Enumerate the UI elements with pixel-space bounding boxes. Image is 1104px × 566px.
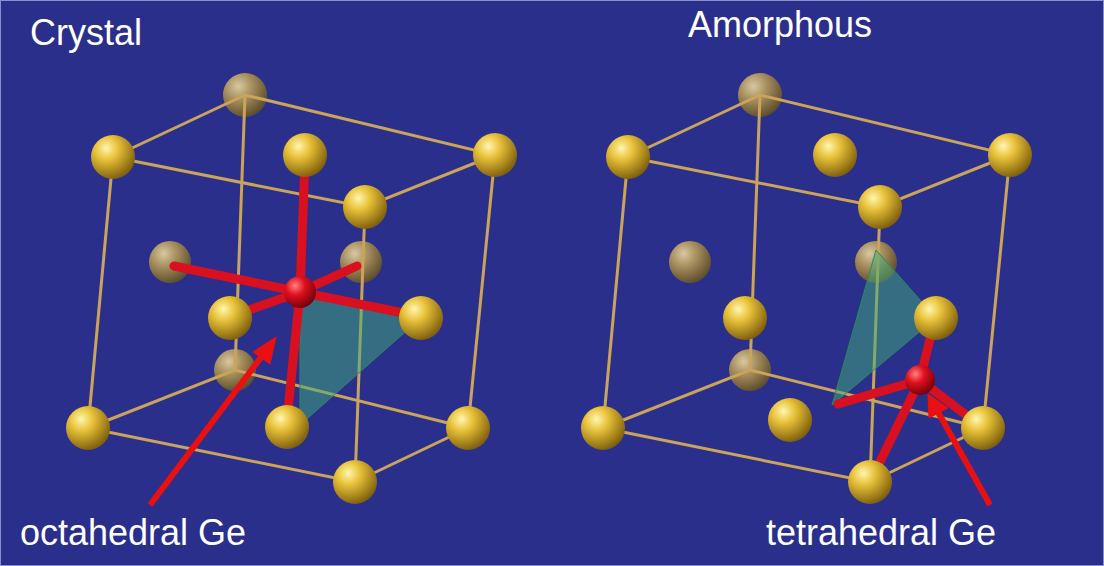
arrow-head	[253, 337, 276, 364]
arrow-head	[928, 394, 948, 418]
atom	[333, 460, 377, 504]
pointer-arrow	[150, 356, 262, 505]
ge-atom	[284, 276, 316, 308]
atom	[988, 133, 1032, 177]
atom	[66, 406, 110, 450]
cell-edges	[88, 95, 495, 482]
atom	[399, 296, 443, 340]
atom	[446, 406, 490, 450]
panel-title: Crystal	[30, 12, 142, 53]
atom	[914, 296, 958, 340]
panel-title: Amorphous	[688, 4, 872, 45]
ge-bonds	[174, 160, 418, 420]
atom	[858, 185, 902, 229]
atom	[343, 185, 387, 229]
cell-edges	[603, 95, 1010, 482]
atom	[606, 135, 650, 179]
pointer-arrow	[938, 412, 990, 505]
amorphous-cell	[581, 73, 1032, 504]
crystal-cell	[66, 73, 517, 504]
atom	[208, 296, 252, 340]
atom	[813, 133, 857, 177]
atom	[848, 460, 892, 504]
back-atom	[669, 241, 711, 283]
atom	[768, 398, 812, 442]
pointer-label: octahedral Ge	[20, 512, 246, 553]
ge-bonds	[838, 322, 978, 476]
atom	[283, 133, 327, 177]
atom	[473, 133, 517, 177]
atom	[91, 135, 135, 179]
atom	[581, 406, 625, 450]
pointer-label: tetrahedral Ge	[766, 512, 996, 553]
pointer-arrows	[150, 337, 990, 505]
atom	[961, 406, 1005, 450]
ge-atom	[905, 365, 935, 395]
atom	[265, 405, 309, 449]
back-atom	[149, 241, 191, 283]
atom	[723, 296, 767, 340]
